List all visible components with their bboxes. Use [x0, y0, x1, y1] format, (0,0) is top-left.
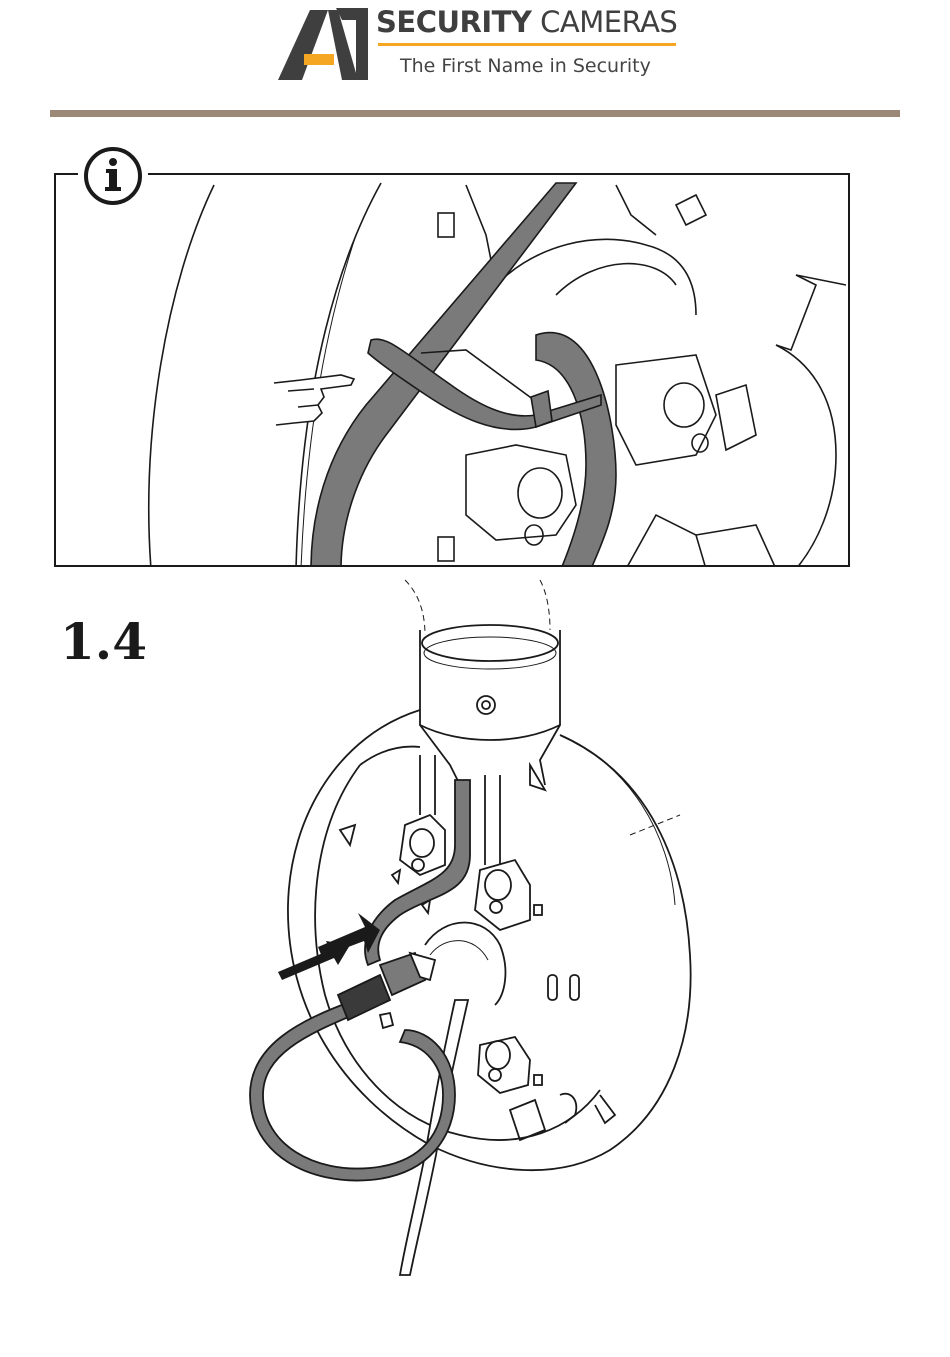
info-note-badge: [78, 146, 148, 206]
cable-tie-drawing: [56, 175, 850, 567]
logo-one-mark: [334, 6, 374, 84]
brand-accent-rule: [378, 43, 676, 46]
step-number: 1.4: [60, 612, 147, 672]
header-divider: [50, 110, 900, 117]
brand-tagline: The First Name in Security: [400, 53, 651, 79]
brand-name: SECURITY CAMERAS: [376, 4, 677, 40]
info-note-illustration: [54, 173, 850, 567]
page-header: SECURITY CAMERAS The First Name in Secur…: [0, 0, 950, 120]
info-icon: [82, 147, 144, 205]
mount-cable-illustration: [230, 575, 710, 1285]
brand-name-bold: SECURITY: [376, 5, 531, 39]
brand-name-light: CAMERAS: [540, 5, 677, 39]
